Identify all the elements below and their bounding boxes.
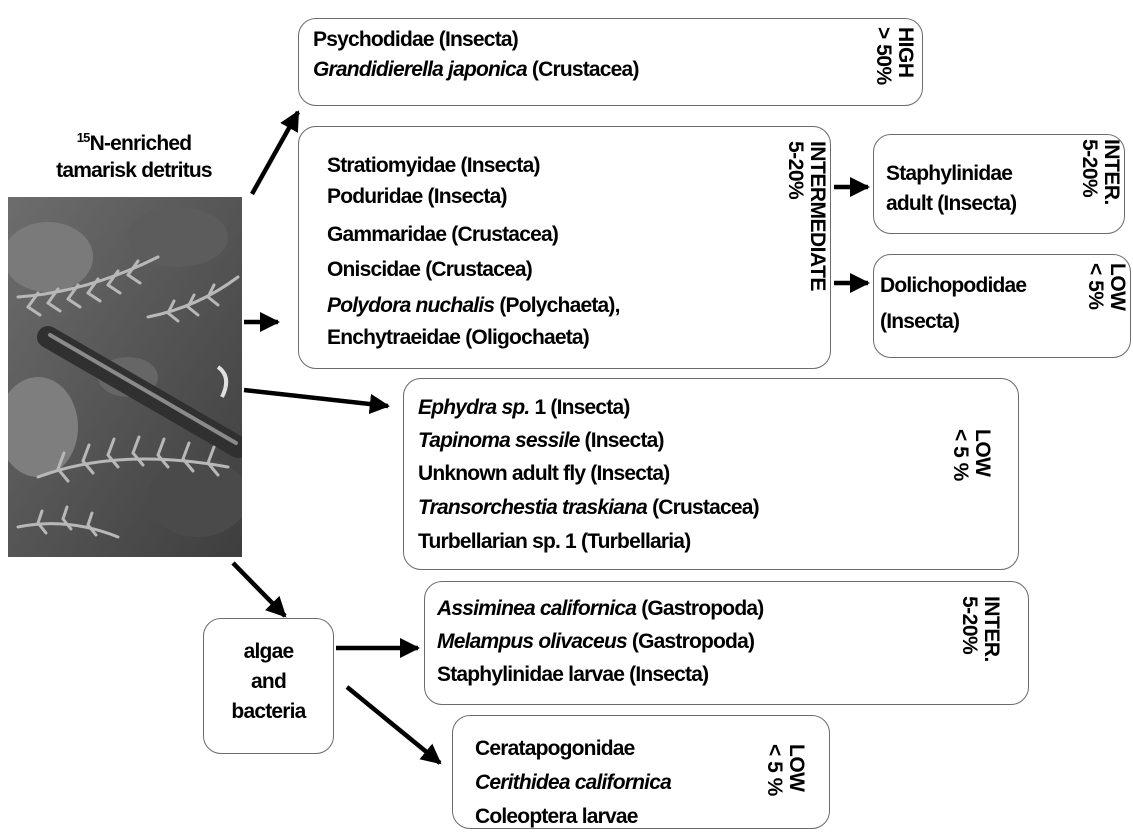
arrow-to-algae-low <box>347 687 440 763</box>
arrow-to-algae <box>233 563 285 616</box>
arrow-to-low <box>244 390 388 406</box>
arrow-to-high <box>252 112 298 194</box>
